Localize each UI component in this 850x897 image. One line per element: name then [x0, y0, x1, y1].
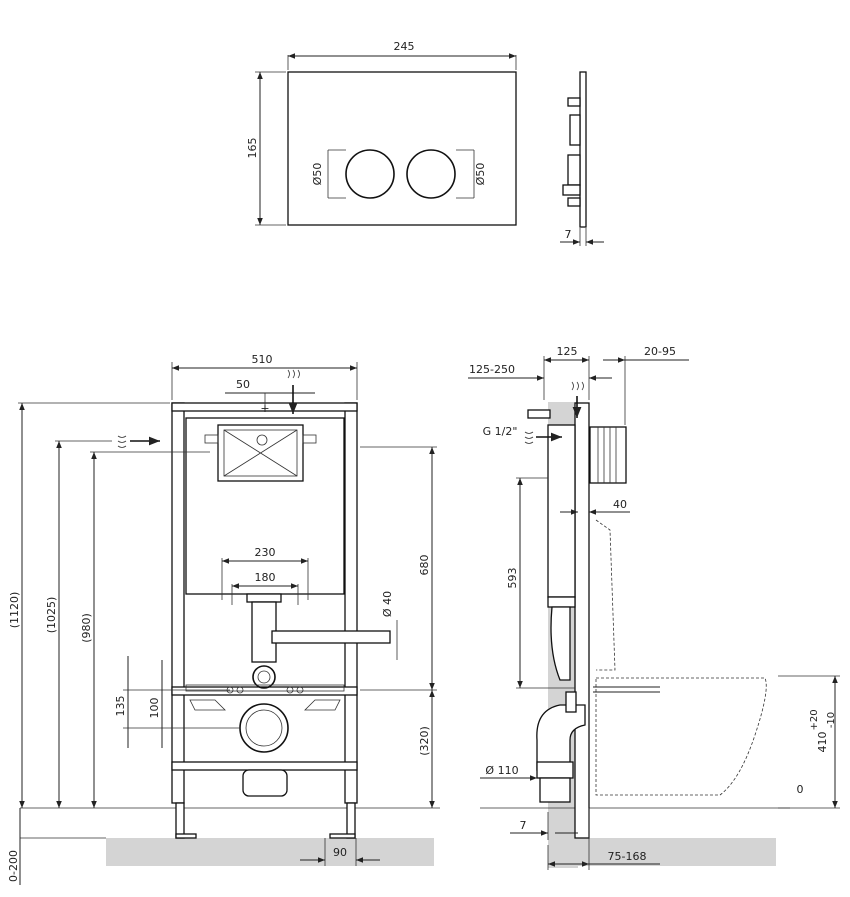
- bowl-tol-minus-label: -10: [826, 712, 837, 728]
- foot-right: [329, 833, 356, 839]
- thread-label: G 1/2": [483, 425, 518, 438]
- outlet-elbow: [242, 769, 288, 797]
- foot-range-label: 75-168: [608, 850, 647, 863]
- cistern-side: [547, 424, 576, 598]
- plate-height-front-label: (980): [80, 613, 93, 643]
- flush-plate-outline: [287, 71, 517, 226]
- frame-bottom-rail: [171, 761, 358, 771]
- frame-width-label: 510: [252, 353, 273, 366]
- supply-valve: [527, 409, 551, 419]
- side-depth-label: 125: [557, 345, 578, 358]
- side-frame-post: [574, 402, 590, 839]
- spacing-180-label: 180: [255, 571, 276, 584]
- pipe-offset-label: 7: [520, 819, 527, 832]
- outlet-connector: [239, 703, 289, 753]
- flush-height-label: 593: [506, 568, 519, 589]
- frame-front-view: 510 50 + 230 180 Ø 40 680 (320): [7, 353, 440, 885]
- drain-dia-label: Ø 40: [381, 591, 394, 617]
- drain-pipe-40: [271, 630, 391, 644]
- flush-button-right: [406, 149, 456, 199]
- actuator-housing: [589, 426, 627, 484]
- floor-hatch-front: [106, 838, 434, 866]
- frame-side-view: 125 20-95 125-250 G 1/2" 40 593 Ø 110 7 …: [468, 345, 840, 870]
- button-right-dia-label: Ø50: [474, 163, 487, 186]
- floor-zero-label: 0: [797, 783, 804, 796]
- plate-height-label: 165: [246, 138, 259, 159]
- leg-adjust-label: 0-200: [7, 850, 20, 882]
- flush-plate-side-view: 7: [560, 71, 604, 246]
- total-height-label: (1120): [8, 592, 21, 629]
- fixing-135-label: 135: [114, 696, 127, 717]
- plate-thickness-label: 7: [565, 228, 572, 241]
- fixing-100-label: 100: [148, 698, 161, 719]
- outlet-height-label: (320): [418, 726, 431, 756]
- button-left-dia-label: Ø50: [311, 163, 324, 186]
- foot-left: [175, 833, 197, 839]
- svg-text:+: +: [260, 402, 269, 415]
- bowl-height-label: 410: [816, 732, 829, 753]
- bowl-tol-plus-label: +20: [809, 709, 820, 730]
- inlet-offset-label: 50: [236, 378, 250, 391]
- frame-post-right: [344, 402, 358, 804]
- plate-width-label: 245: [394, 40, 415, 53]
- floor-hatch-side: [578, 838, 776, 866]
- toilet-bowl-outline: [595, 677, 767, 796]
- supply-range-label: 125-250: [469, 363, 515, 376]
- cistern-height-label: 680: [418, 555, 431, 576]
- wall-gap-label: 20-95: [644, 345, 676, 358]
- flush-button-left: [345, 149, 395, 199]
- offset-40-label: 40: [613, 498, 627, 511]
- frame-top-rail: [171, 402, 358, 412]
- inlet-height-label: (1025): [45, 597, 58, 634]
- spacing-230-label: 230: [255, 546, 276, 559]
- foot-width-label: 90: [333, 846, 347, 859]
- frame-post-left: [171, 402, 185, 804]
- flush-plate-front-view: 245 165 Ø50 Ø50: [246, 40, 517, 226]
- outlet-dia-label: Ø 110: [485, 764, 518, 777]
